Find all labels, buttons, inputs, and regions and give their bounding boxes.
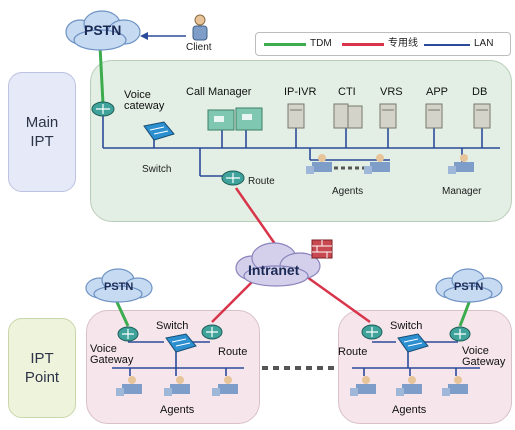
voice-gateway-right-icon xyxy=(449,326,471,342)
app-server-icon xyxy=(425,103,443,129)
vrs-label: VRS xyxy=(380,86,403,98)
client-person-icon xyxy=(192,14,208,41)
dedicated-link-right xyxy=(299,270,371,324)
ip-ivr-label: IP-IVR xyxy=(284,86,317,98)
app-label: APP xyxy=(426,86,449,98)
voice-gateway-left-icon xyxy=(117,326,139,342)
main-ipt-label: Main IPT xyxy=(25,114,59,150)
switch-right-label: Switch xyxy=(390,320,423,332)
route-right-icon xyxy=(361,324,383,340)
tdm-link-left xyxy=(114,299,130,327)
legend-dedicated-label: 专用线 xyxy=(388,38,418,49)
agent-left-2-icon xyxy=(164,376,190,396)
client-label: Client xyxy=(186,42,212,53)
agent-right-1-icon xyxy=(350,376,376,396)
cti-label: CTI xyxy=(338,86,356,98)
agent-main-1-icon xyxy=(306,154,332,174)
vrs-server-icon xyxy=(379,103,397,129)
main-ipt-box: Main IPT xyxy=(8,72,76,192)
ip-ivr-server-icon xyxy=(287,103,305,129)
ipt-point-box: IPT Point xyxy=(8,318,76,418)
voice-gateway-left-label: Voice Gateway xyxy=(90,343,134,366)
voice-gateway-main-icon xyxy=(91,101,115,117)
switch-main-label: Switch xyxy=(142,164,172,175)
db-label: DB xyxy=(472,86,488,98)
agents-left-label: Agents xyxy=(160,404,195,416)
legend-tdm-swatch xyxy=(264,43,306,46)
client-arrow-icon xyxy=(140,32,148,40)
manager-label: Manager xyxy=(442,186,482,197)
route-main-icon xyxy=(221,170,245,186)
route-left-label: Route xyxy=(218,346,248,358)
cloud-pstn-left xyxy=(85,268,153,303)
pstn-left-label: PSTN xyxy=(104,281,134,293)
agent-left-3-icon xyxy=(212,376,238,396)
call-manager-icon xyxy=(207,107,263,131)
firewall-icon xyxy=(311,239,333,259)
voice-gateway-main-label: Voice cateway xyxy=(124,89,165,112)
pstn-main-label: PSTN xyxy=(84,22,122,38)
pstn-right-label: PSTN xyxy=(454,281,484,293)
legend-tdm-label: TDM xyxy=(310,38,332,49)
route-main-label: Route xyxy=(248,176,275,187)
legend-dedicated-swatch xyxy=(342,43,384,46)
call-manager-label: Call Manager xyxy=(186,86,252,98)
switch-right-icon xyxy=(397,333,429,353)
tdm-link-right xyxy=(458,299,472,327)
route-right-label: Route xyxy=(338,346,368,358)
agent-left-1-icon xyxy=(116,376,142,396)
switch-main-icon xyxy=(143,121,175,141)
legend-lan-label: LAN xyxy=(474,38,494,49)
agents-main-label: Agents xyxy=(332,186,364,197)
agents-right-label: Agents xyxy=(392,404,427,416)
ipt-point-label: IPT Point xyxy=(24,350,60,386)
manager-icon xyxy=(448,154,474,174)
cloud-pstn-main xyxy=(65,10,141,51)
route-left-icon xyxy=(201,324,223,340)
switch-left-label: Switch xyxy=(156,320,189,332)
intranet-label: Intranet xyxy=(248,262,300,278)
voice-gateway-right-label: Voice Gateway xyxy=(462,345,506,368)
cloud-pstn-right xyxy=(435,268,503,303)
agent-right-2-icon xyxy=(396,376,422,396)
ipt-point-left-panel xyxy=(86,310,260,424)
main-ipt-panel xyxy=(90,60,512,222)
switch-left-icon xyxy=(165,333,197,353)
agent-main-2-icon xyxy=(364,154,390,174)
cti-server-icon xyxy=(333,103,363,129)
legend: TDM 专用线 LAN xyxy=(255,32,511,56)
tdm-link-main xyxy=(98,45,105,105)
legend-lan-swatch xyxy=(424,44,470,46)
db-server-icon xyxy=(473,103,491,129)
agent-right-3-icon xyxy=(442,376,468,396)
cloud-intranet xyxy=(235,242,321,287)
